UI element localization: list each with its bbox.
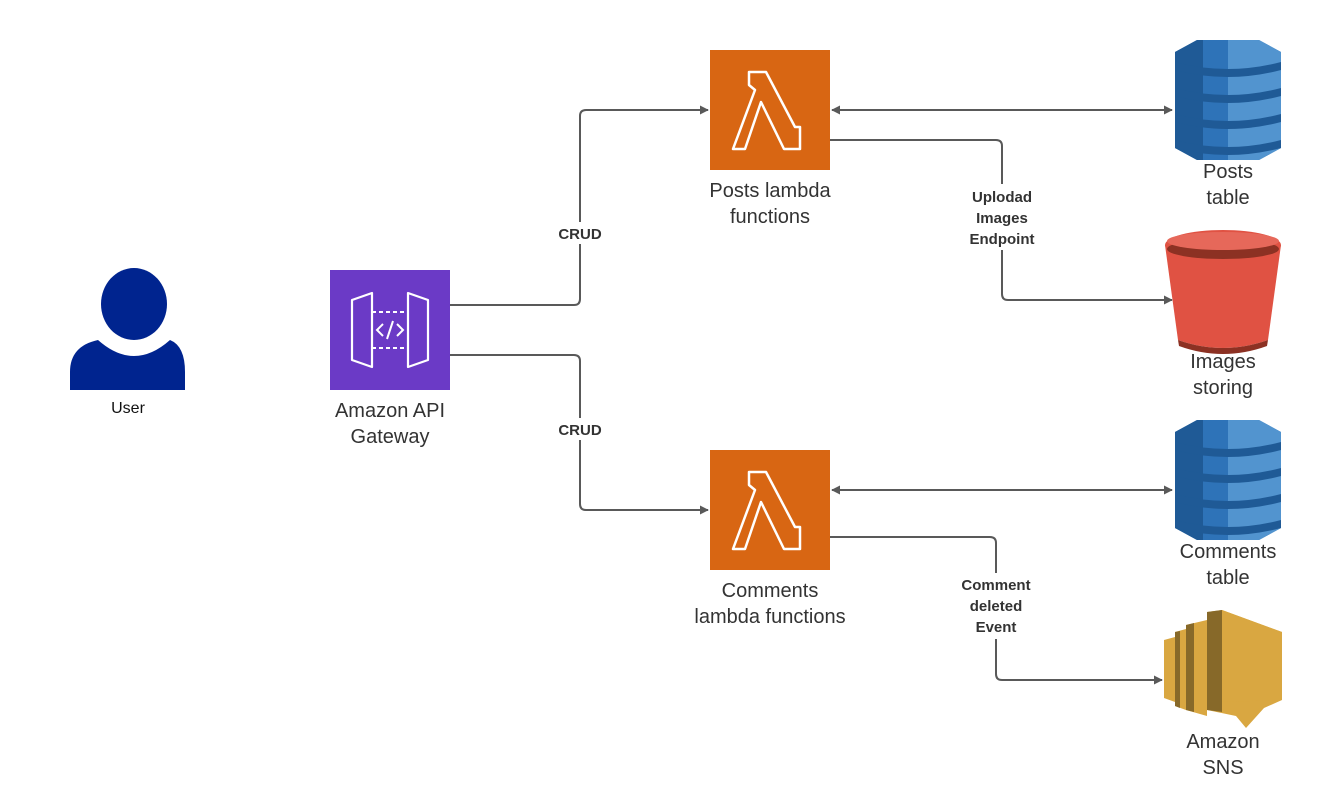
edge-label-crud-posts: CRUD: [558, 226, 601, 243]
connector-gateway-to-posts: [450, 105, 709, 306]
images-storing-label-line2: storing: [1193, 377, 1253, 399]
images-storing-label-line1: Images: [1190, 351, 1256, 373]
posts-lambda-label-line1: Posts lambda: [709, 180, 831, 202]
api-gateway-icon: [330, 270, 450, 390]
comments-table-label-line1: Comments: [1180, 541, 1277, 563]
comments-lambda-icon: [710, 450, 830, 570]
edge-label-comment-event-line2: deleted: [970, 598, 1023, 615]
comments-table-dynamodb-icon: [1175, 420, 1281, 540]
amazon-sns-icon: [1164, 610, 1282, 728]
amazon-sns-label-line1: Amazon: [1186, 731, 1259, 753]
amazon-sns-label-line2: SNS: [1202, 757, 1243, 779]
posts-table-label-line2: table: [1206, 187, 1249, 209]
posts-table-label-line1: Posts: [1203, 161, 1253, 183]
api-gateway-label-line2: Gateway: [351, 426, 430, 448]
posts-table-dynamodb-icon: [1175, 40, 1281, 160]
comments-lambda-label-line1: Comments: [722, 580, 819, 602]
comments-table-label-line2: table: [1206, 567, 1249, 589]
edge-label-comment-event-line3: Event: [976, 619, 1017, 636]
edge-label-comment-event-line1: Comment: [961, 577, 1030, 594]
user-label: User: [111, 400, 145, 417]
edge-label-upload-line3: Endpoint: [970, 231, 1035, 248]
images-s3-bucket-icon: [1165, 230, 1281, 354]
comments-lambda-label-line2: lambda functions: [694, 606, 845, 628]
edge-label-upload-line1: Uplodad: [972, 189, 1032, 206]
edge-label-upload-line2: Images: [976, 210, 1028, 227]
posts-lambda-label-line2: functions: [730, 206, 810, 228]
posts-lambda-icon: [710, 50, 830, 170]
api-gateway-label-line1: Amazon API: [335, 400, 445, 422]
edge-label-crud-comments: CRUD: [558, 422, 601, 439]
user-icon: [70, 268, 185, 390]
